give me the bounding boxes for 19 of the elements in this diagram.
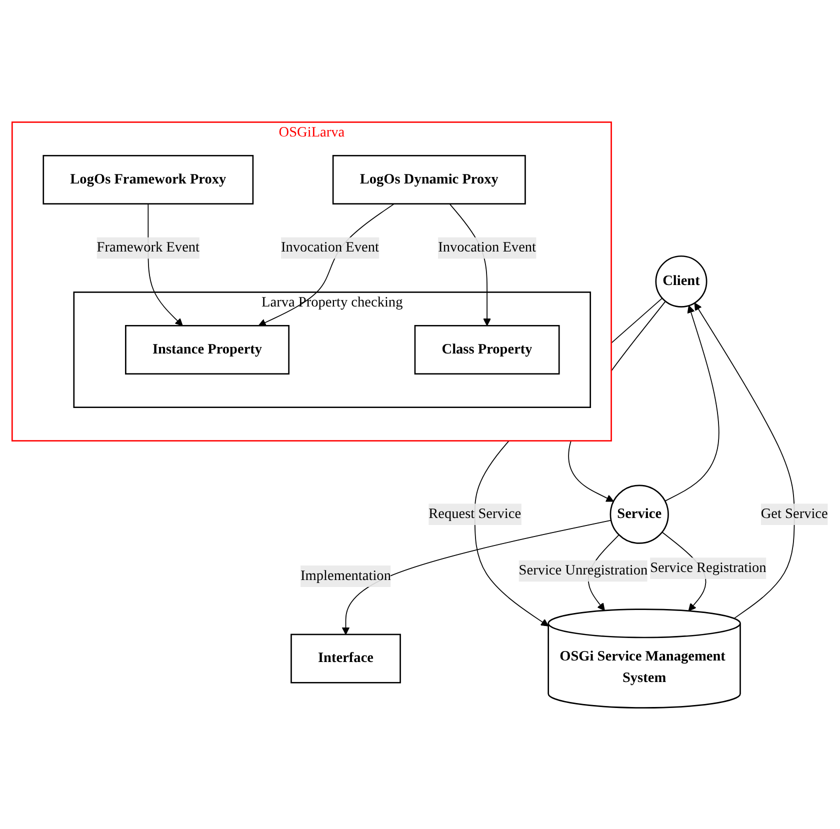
node-box: Instance Property [125, 324, 290, 374]
edge-label: Service Registration [650, 560, 766, 575]
arrow [694, 302, 795, 618]
node-circle: Service [610, 484, 669, 544]
edge-label: Get Service [760, 506, 828, 521]
edge-label: Service Unregistration [518, 562, 648, 578]
edge-label: Invocation Event [281, 239, 379, 255]
node-box: Class Property [414, 324, 560, 374]
node-box: LogOs Framework Proxy [42, 154, 254, 204]
node-box: LogOs Dynamic Proxy [332, 154, 526, 204]
arrow [342, 519, 612, 634]
node-circle: Client [655, 254, 708, 307]
edge-label: Framework Event [96, 239, 200, 255]
node-box: Interface [290, 633, 401, 683]
edge-label: Request Service [428, 506, 522, 521]
edge-label: Invocation Event [438, 239, 536, 255]
arrow [258, 202, 395, 326]
arrow [664, 304, 720, 502]
edge-label: Implementation [300, 568, 391, 583]
